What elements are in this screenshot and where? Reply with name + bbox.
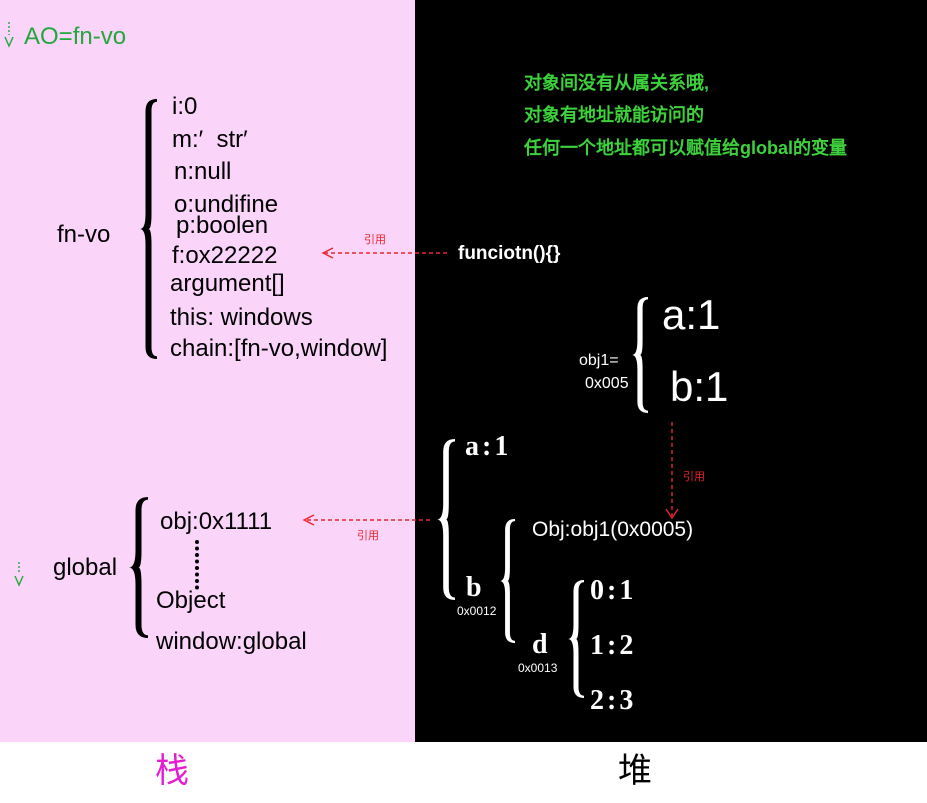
obj1-property: a:1 xyxy=(662,291,721,338)
heap-caption: 堆 xyxy=(618,752,652,790)
global-item: obj:0x1111 xyxy=(160,508,273,535)
fn-vo-item: argument[] xyxy=(170,270,285,297)
fn-vo-item: this: windows xyxy=(170,304,313,331)
global-obj-property-a: a:1 xyxy=(465,431,512,462)
function-reference-label: 引用 xyxy=(364,234,386,246)
fn-vo-label: fn-vo xyxy=(57,221,111,248)
fn-vo-item: m:′ str′ xyxy=(172,126,248,153)
global-obj-reference-label: 引用 xyxy=(357,530,379,542)
d-address: 0x0013 xyxy=(518,661,558,675)
fn-vo-item: chain:[fn-vo,window] xyxy=(170,335,388,362)
obj1-name: obj1= xyxy=(579,352,619,369)
fn-vo-item: i:0 xyxy=(172,93,198,120)
d-item: 1:2 xyxy=(590,630,637,661)
global-item: window:global xyxy=(156,628,307,655)
b-obj-reference: Obj:obj1(0x0005) xyxy=(532,518,694,541)
obj1-reference-label: 引用 xyxy=(683,471,705,483)
fn-vo-item: o:undifine xyxy=(174,191,279,218)
heap-note: 对象有地址就能访问的 xyxy=(524,105,704,125)
d-item: 2:3 xyxy=(590,685,637,716)
fn-vo-item: n:null xyxy=(174,158,232,185)
global-label: global xyxy=(53,554,118,581)
global-item: Object xyxy=(156,587,226,614)
d-item: 0:1 xyxy=(590,575,637,606)
fn-vo-item: f:ox22222 xyxy=(172,242,278,269)
b-property-d: d xyxy=(532,629,551,660)
heap-note: 任何一个地址都可以赋值给global的变量 xyxy=(524,138,847,158)
stack-caption: 栈 xyxy=(155,752,189,790)
activation-object-header: AO=fn-vo xyxy=(24,23,127,50)
function-object: funciotn(){} xyxy=(458,243,561,264)
global-obj-property-b: b xyxy=(466,572,485,603)
obj1-address: 0x005 xyxy=(585,375,629,392)
obj1-property: b:1 xyxy=(670,363,729,410)
heap-note: 对象间没有从属关系哦, xyxy=(524,73,709,93)
stack-panel xyxy=(0,0,415,742)
fn-vo-item: p:boolen xyxy=(176,212,269,239)
b-address: 0x0012 xyxy=(457,604,497,618)
